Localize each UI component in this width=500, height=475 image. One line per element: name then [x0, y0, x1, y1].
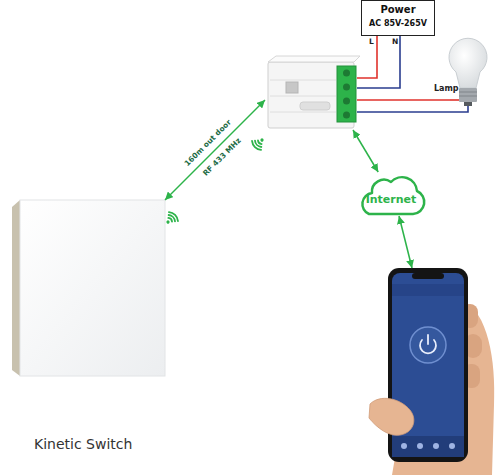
node-body: AC 85V-265V: [362, 20, 434, 29]
internet-link: [399, 216, 412, 268]
smartphone: [388, 268, 468, 462]
internet-cloud: Internet: [355, 172, 427, 216]
live-wire: [357, 99, 450, 101]
wifi-arc: [169, 210, 180, 221]
edge-label: L: [369, 38, 374, 46]
wifi-icon: [250, 134, 267, 151]
terminal-screw: [343, 70, 350, 77]
receiver-button: [286, 82, 298, 93]
edge-label: 160m out door: [183, 118, 232, 167]
node-heading: Lamp: [434, 85, 459, 94]
wifi-arc: [250, 141, 261, 152]
app-bar: [392, 284, 464, 296]
bulb-thread: [459, 96, 477, 97]
receiver-top: [268, 56, 360, 62]
hand-thumb: [369, 398, 414, 435]
power-button: [410, 327, 446, 363]
wire-stub: [450, 106, 468, 112]
terminal-screw: [343, 98, 350, 105]
wifi-icon: [162, 210, 179, 227]
receiver-groove: [270, 80, 336, 81]
lamp: Lamp: [450, 38, 486, 118]
neutral-wire: [357, 36, 400, 88]
terminal-screw: [343, 84, 350, 91]
nav-icon: [417, 443, 423, 449]
rf-link: [165, 100, 265, 200]
receiver-module: [265, 60, 357, 130]
receiver-groove: [270, 96, 336, 97]
edge-label: N: [392, 38, 398, 46]
receiver-slot: [300, 102, 330, 110]
receiver-groove: [270, 112, 336, 113]
live-wire: [357, 36, 377, 78]
bulb-tip: [464, 102, 472, 106]
nav-icon: [433, 443, 439, 449]
phone-notch: [412, 273, 444, 279]
neutral-wire: [357, 111, 450, 113]
wifi-dot: [166, 220, 171, 225]
wifi-dot: [260, 138, 265, 143]
bulb-glass: [449, 38, 487, 88]
switch-face: [20, 200, 165, 376]
terminal-block: [337, 66, 356, 122]
nav-icon: [401, 443, 407, 449]
power-box: Power AC 85V-265V: [361, 0, 435, 36]
kinetic-switch: Kinetic Switch: [12, 200, 165, 376]
wire-stub: [450, 99, 459, 101]
bulb-thread: [459, 92, 477, 93]
bulb-base: [459, 88, 477, 102]
nav-bar: [392, 436, 464, 457]
wifi-arc: [168, 217, 172, 221]
node-heading: Kinetic Switch: [34, 437, 132, 452]
internet-link: [353, 130, 378, 172]
terminal-screw: [343, 112, 350, 119]
nav-icon: [449, 443, 455, 449]
power-icon: [427, 335, 429, 344]
wifi-arc: [257, 140, 261, 144]
node-heading: Power: [362, 4, 434, 15]
node-heading: Internet: [355, 194, 427, 206]
switch-edge: [12, 200, 20, 376]
